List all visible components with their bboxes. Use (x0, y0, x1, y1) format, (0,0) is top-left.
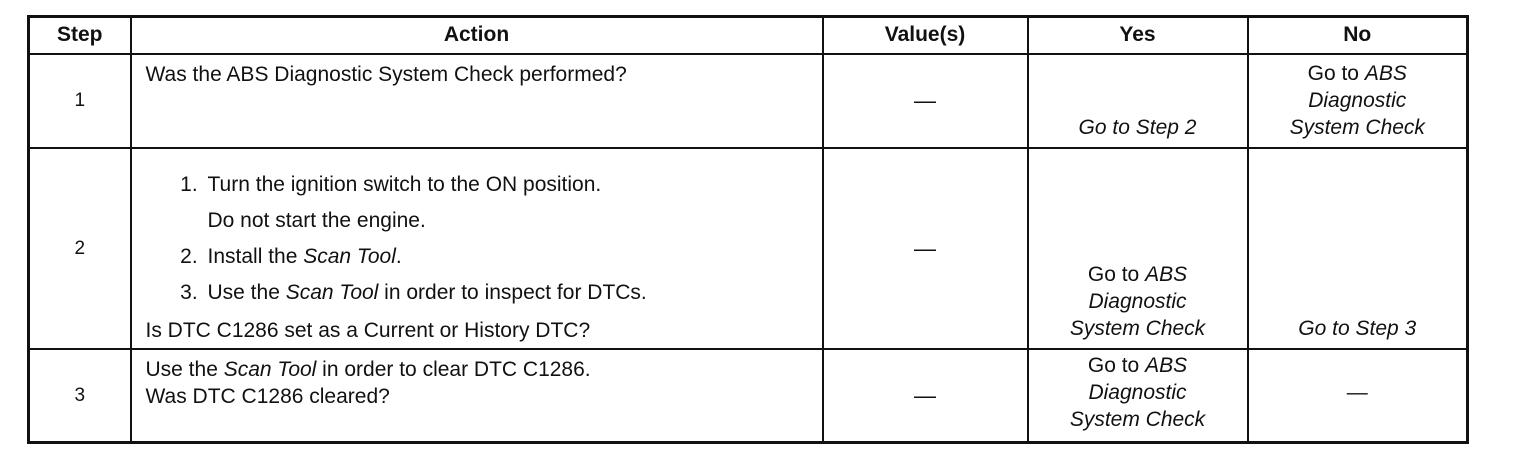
action-step-text: Install the (207, 244, 304, 268)
table-row: 3 Use the Scan Tool in order to clear DT… (27, 347, 1469, 444)
header-action: Action (129, 15, 824, 55)
action-cell: Was the ABS Diagnostic System Check perf… (129, 52, 824, 149)
action-text: Was the ABS Diagnostic System Check perf… (145, 62, 627, 86)
scan-tool-term: Scan Tool (303, 244, 396, 268)
action-text: Use the (145, 357, 224, 381)
table-row: 2 Turn the ignition switch to the ON pos… (27, 146, 1469, 350)
action-cell: Turn the ignition switch to the ON posit… (129, 146, 824, 350)
step-number: 3 (27, 347, 132, 444)
action-step-text: Use the (207, 280, 286, 304)
action-question: Is DTC C1286 set as a Current or History… (145, 318, 591, 342)
no-goto-link[interactable]: Go to Step 3 (1298, 316, 1417, 340)
yes-goto-link-part2[interactable]: Diagnostic (1088, 380, 1187, 404)
yes-goto-prefix: Go to (1087, 353, 1146, 377)
action-step-item: Turn the ignition switch to the ON posit… (204, 167, 812, 239)
yes-goto-link[interactable]: Go to Step 2 (1078, 115, 1197, 139)
step-number: 1 (27, 52, 132, 149)
step-number: 2 (27, 146, 132, 350)
yes-goto-link-part3[interactable]: System Check (1069, 407, 1206, 431)
diagnostic-table: Step Action Value(s) Yes No 1 Was the AB… (27, 15, 1469, 444)
header-values: Value(s) (821, 15, 1029, 55)
action-step-text: in order to inspect for DTCs. (378, 280, 647, 304)
yes-goto-link-part1[interactable]: ABS (1145, 262, 1188, 286)
value-cell: — (821, 146, 1029, 350)
action-step-text: . (395, 244, 402, 268)
action-step-text: Turn the ignition switch to the ON posit… (207, 172, 602, 196)
scan-tool-term: Scan Tool (223, 357, 317, 381)
action-cell: Use the Scan Tool in order to clear DTC … (129, 347, 824, 444)
header-no: No (1246, 15, 1469, 55)
action-text: in order to clear DTC C1286. (316, 357, 591, 381)
no-cell: Go to Step 3 (1246, 146, 1469, 350)
action-steps-list: Turn the ignition switch to the ON posit… (146, 167, 812, 311)
no-goto-link-part1[interactable]: ABS (1364, 61, 1407, 85)
yes-goto-link-part3[interactable]: System Check (1069, 316, 1206, 340)
no-cell: — (1246, 347, 1469, 444)
yes-cell: Go to Step 2 (1026, 52, 1249, 149)
action-step-item: Use the Scan Tool in order to inspect fo… (204, 275, 812, 311)
value-cell: — (821, 347, 1029, 444)
header-row: Step Action Value(s) Yes No (27, 15, 1469, 55)
yes-goto-prefix: Go to (1087, 262, 1146, 286)
no-cell: Go to ABS Diagnostic System Check (1246, 52, 1469, 149)
yes-cell: Go to ABS Diagnostic System Check (1026, 347, 1249, 444)
header-step: Step (27, 15, 132, 55)
value-cell: — (821, 52, 1029, 149)
yes-goto-link-part1[interactable]: ABS (1145, 353, 1188, 377)
yes-cell: Go to ABS Diagnostic System Check (1026, 146, 1249, 350)
action-step-item: Install the Scan Tool. (204, 239, 812, 275)
no-goto-link-part2[interactable]: Diagnostic (1308, 88, 1407, 112)
no-goto-prefix: Go to (1307, 61, 1365, 85)
header-yes: Yes (1026, 15, 1249, 55)
yes-goto-link-part2[interactable]: Diagnostic (1088, 289, 1187, 313)
scan-tool-term: Scan Tool (285, 280, 379, 304)
no-goto-link-part3[interactable]: System Check (1289, 115, 1425, 139)
action-step-continuation: Do not start the engine. (207, 208, 426, 232)
table-row: 1 Was the ABS Diagnostic System Check pe… (27, 52, 1469, 149)
action-question: Was DTC C1286 cleared? (145, 384, 390, 408)
